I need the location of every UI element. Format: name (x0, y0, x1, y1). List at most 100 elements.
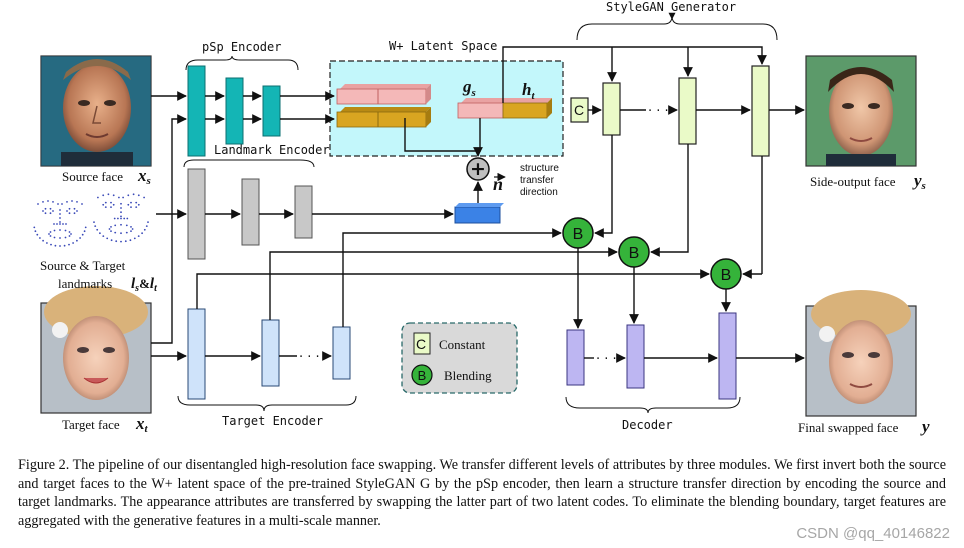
landmark-dot (68, 212, 71, 215)
final-swapped-label: Final swapped face (798, 420, 899, 435)
landmark-dot (44, 207, 47, 210)
landmark-dot (36, 233, 39, 236)
blend-node-3: B (710, 258, 742, 290)
landmark-dot (50, 243, 52, 246)
landmark-dot (64, 229, 67, 232)
stylegan-brace (576, 15, 778, 41)
landmark-dot (54, 244, 57, 247)
landmark-dot (68, 207, 71, 210)
source-face-symbol: xs (137, 166, 151, 187)
landmark-dot (59, 217, 61, 219)
blend-node-2: B (618, 236, 650, 268)
landmark-dot (76, 239, 78, 242)
landmark-brace (183, 159, 315, 168)
landmark-dot (117, 217, 119, 220)
decoder-blocks (566, 312, 737, 400)
landmarks-symbol: ls&lt (131, 276, 158, 294)
h-symbol: ht (522, 80, 535, 102)
landmark-dot (68, 243, 70, 246)
landmarks-label-line2: landmarks (58, 276, 112, 291)
landmark-dot (126, 217, 129, 220)
landmark-dot (114, 224, 117, 227)
landmark-dot (120, 202, 122, 205)
landmark-dot (81, 233, 84, 236)
landmark-dot (125, 231, 128, 234)
landmark-dot (99, 232, 101, 235)
landmark-dot (73, 207, 76, 210)
landmark-dot (70, 233, 72, 235)
landmark-dot (108, 228, 111, 230)
target-face-image (40, 286, 152, 414)
legend-blending-label: Blending (444, 368, 492, 383)
landmark-dot (132, 193, 135, 196)
target-encoder-dots: · · · (299, 350, 320, 365)
landmark-dot (76, 210, 78, 212)
landmark-dot (49, 235, 52, 237)
blend-node-1: B (562, 217, 594, 249)
psp-brace (185, 55, 299, 71)
landmark-dot (79, 237, 81, 239)
legend-constant-label: Constant (439, 337, 486, 352)
landmark-dot (110, 226, 112, 228)
source-face-label: Source face (62, 169, 123, 184)
landmark-dot (110, 230, 112, 233)
landmark-dot (53, 229, 56, 232)
stylegan-generator-header: StyleGAN Generator (606, 0, 736, 14)
landmark-dot (57, 203, 59, 205)
landmark-dot (110, 206, 112, 209)
landmark-dot (129, 239, 132, 242)
target-face-label: Target face (62, 417, 120, 432)
svg-text:C: C (574, 102, 584, 118)
landmark-dot (120, 217, 122, 220)
landmark-dot (131, 228, 134, 230)
landmark-dot (42, 201, 44, 203)
landmark-dot (44, 212, 47, 215)
direction-vector-block (454, 203, 504, 224)
legend-constant-symbol: C (416, 336, 426, 352)
landmark-dot (81, 203, 83, 205)
psp-encoder-header: pSp Encoder (202, 40, 281, 54)
landmark-dot (135, 201, 138, 204)
landmark-dot (59, 245, 61, 247)
landmark-dot (110, 201, 112, 204)
landmark-dot (147, 221, 149, 224)
landmark-dot (53, 223, 55, 225)
connections (151, 46, 805, 363)
landmark-dot (53, 236, 56, 239)
landmark-dot (33, 226, 36, 229)
structure-line1: structure (520, 163, 559, 174)
target-encoder-brace (177, 395, 357, 412)
landmark-dot (120, 223, 122, 226)
landmark-dot (49, 207, 52, 210)
landmark-dot (137, 203, 140, 206)
svg-text:+: + (470, 158, 486, 180)
landmark-dot (39, 237, 41, 239)
landmark-dot (94, 225, 97, 228)
landmark-dot (68, 235, 71, 237)
landmark-dot (72, 242, 74, 244)
landmark-dot (104, 206, 107, 209)
n-vector-symbol: n (493, 174, 503, 194)
side-output-label: Side-output face (810, 174, 896, 189)
generator-blocks (602, 65, 770, 157)
landmark-dot (130, 206, 132, 209)
landmark-dot (102, 194, 105, 197)
landmark-dot (59, 221, 61, 223)
landmark-dot (143, 228, 146, 231)
watermark-text: CSDN @qq_40146822 (796, 525, 950, 542)
landmark-dot (84, 226, 87, 229)
landmarks-label-line1: Source & Target (40, 258, 126, 273)
landmark-dot (47, 200, 49, 202)
landmark-dot (135, 206, 138, 209)
decoder-dots: · · · (596, 352, 617, 367)
landmark-dot (49, 212, 52, 215)
landmark-dot (46, 242, 48, 244)
target-face-symbol: xt (135, 414, 149, 435)
landmark-encoder-blocks (187, 168, 313, 260)
landmark-dot-sketches (33, 193, 149, 247)
landmark-dot (107, 193, 110, 196)
landmark-dot (113, 217, 116, 220)
landmark-dot (59, 213, 61, 215)
target-encoder-blocks (187, 308, 351, 400)
target-latent-code (336, 107, 431, 128)
